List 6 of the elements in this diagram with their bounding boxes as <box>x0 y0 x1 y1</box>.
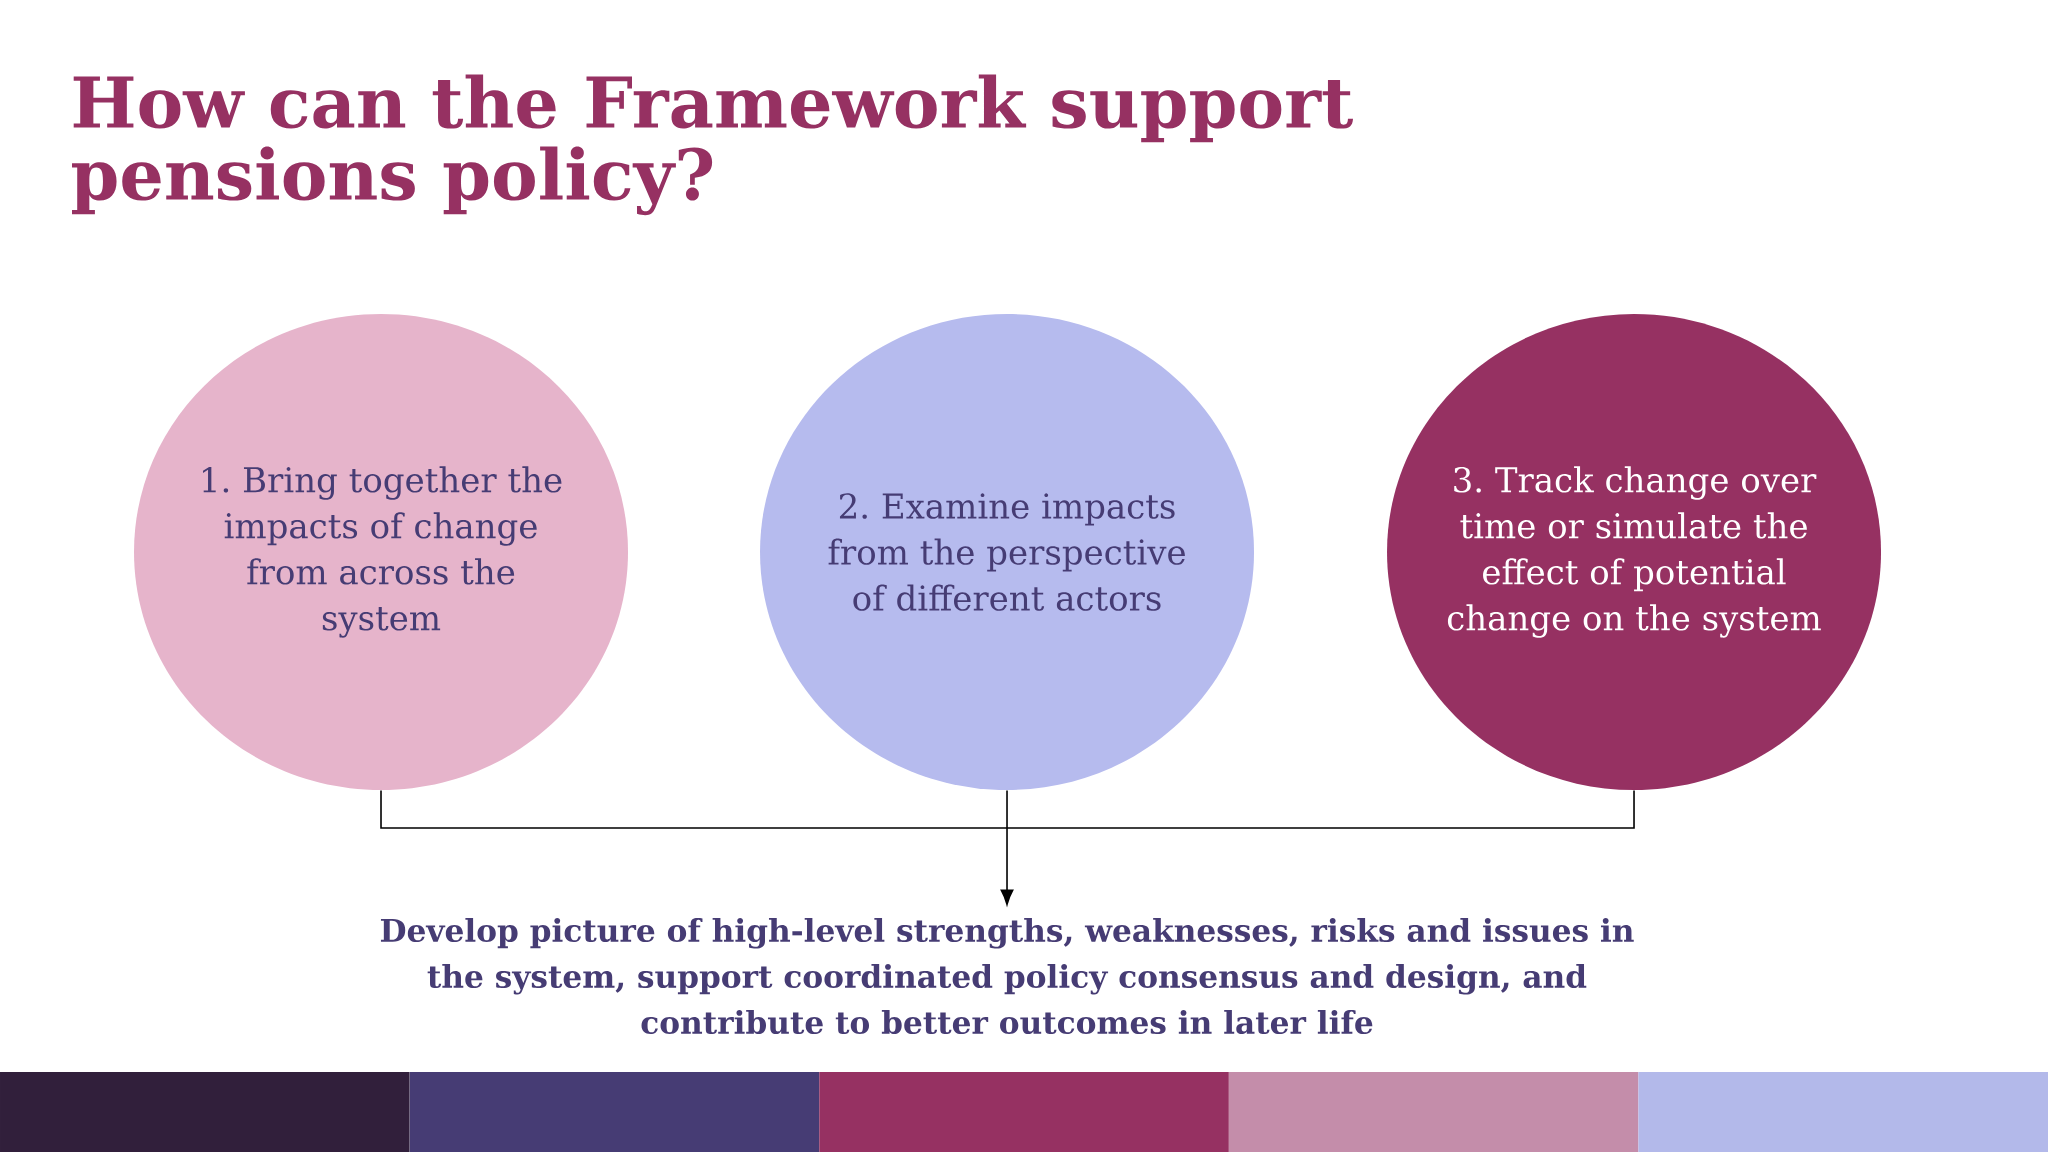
title: How can the Framework support pensions policy? <box>72 74 1353 216</box>
connector-line <box>380 789 1008 829</box>
summary-text: Develop picture of high-level strengths, weaknesses, risks and issues in the system, support coordinated policy consensus and design, and contribute to better outcomes in later life <box>380 917 1634 1035</box>
connector-line <box>1006 789 1008 829</box>
arrow <box>1000 827 1014 906</box>
connector-line <box>1006 789 1635 829</box>
